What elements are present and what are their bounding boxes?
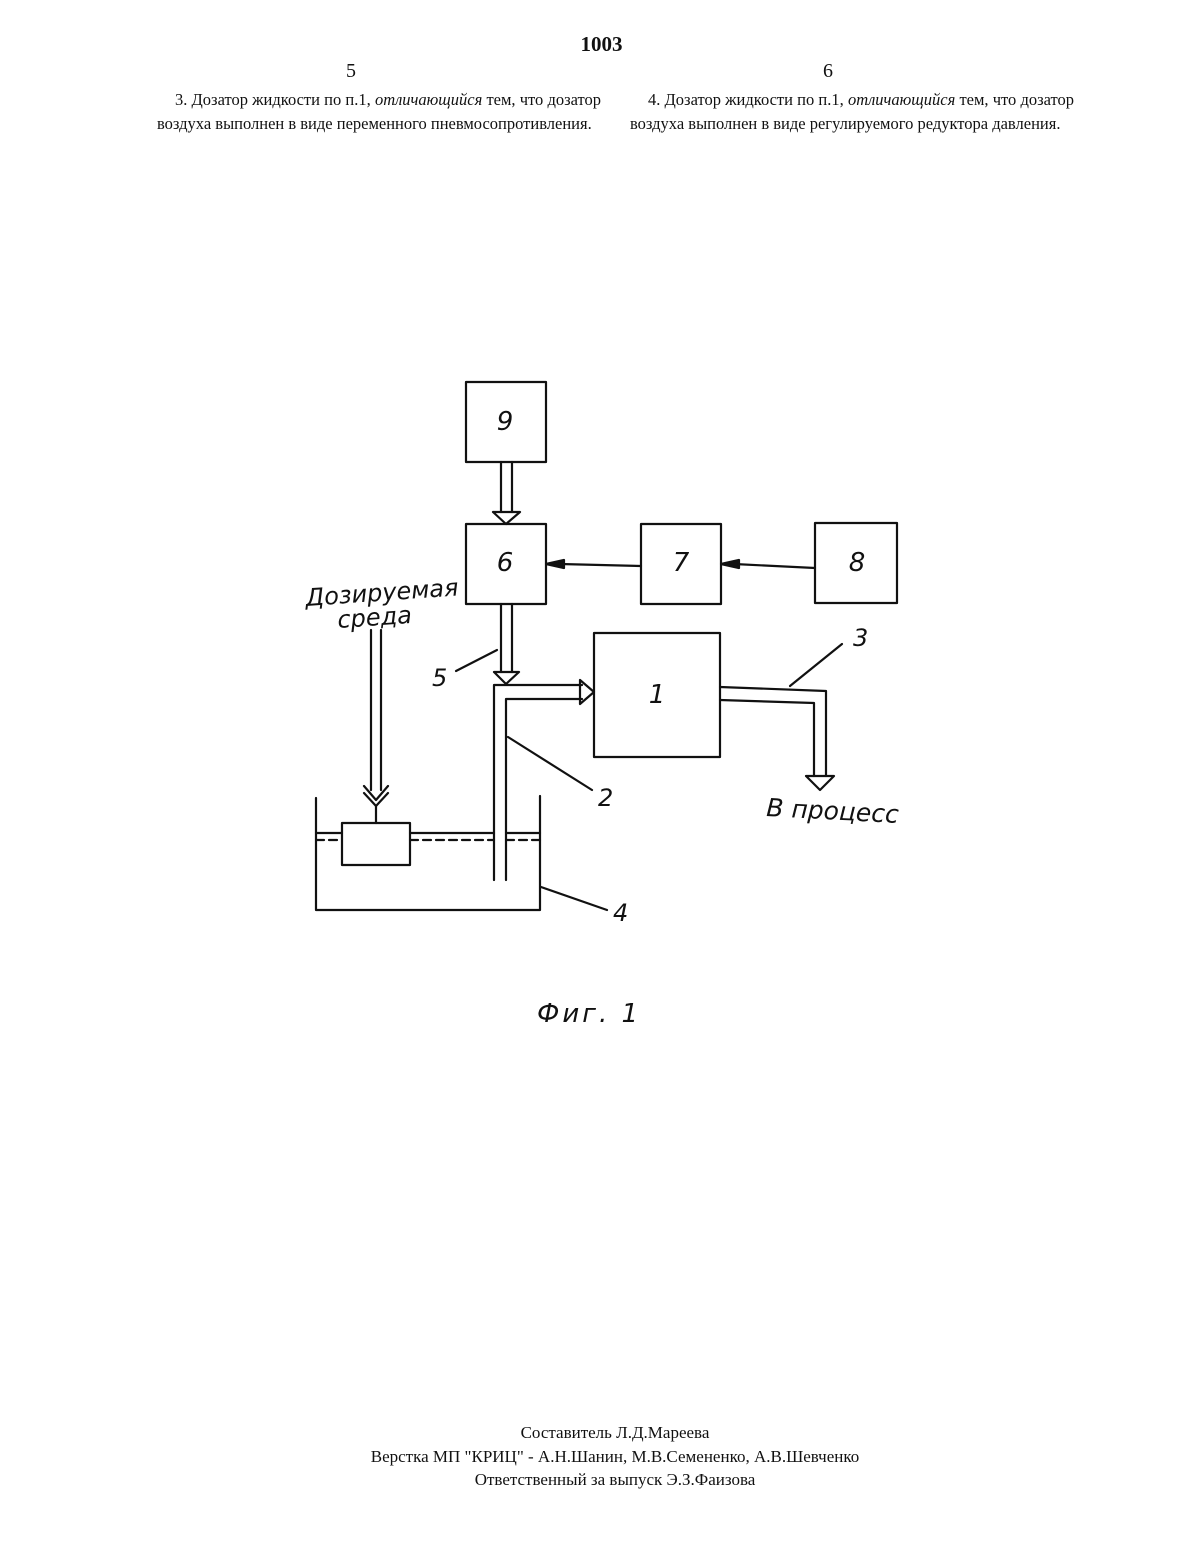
to-process-label: В процесс bbox=[766, 793, 900, 829]
footer-responsible: Ответственный за выпуск Э.З.Фаизова bbox=[0, 1468, 1203, 1492]
ref-3-label: 3 bbox=[853, 624, 868, 652]
air-line-5 bbox=[494, 604, 519, 684]
footer-layout: Верстка МП "КРИЦ" - А.Н.Шанин, М.В.Семен… bbox=[0, 1445, 1203, 1469]
block-9-label: 9 bbox=[497, 407, 514, 437]
block-8-label: 8 bbox=[849, 548, 866, 578]
ref-4-label: 4 bbox=[613, 899, 628, 927]
block-6-label: 6 bbox=[497, 548, 514, 578]
leader-3 bbox=[790, 644, 842, 686]
figure-caption: Фиг. 1 bbox=[537, 999, 641, 1029]
medium-label-line2: среда bbox=[336, 601, 412, 634]
float bbox=[342, 823, 410, 865]
ref-2-label: 2 bbox=[598, 784, 613, 812]
leader-2 bbox=[508, 737, 592, 790]
leader-4 bbox=[541, 887, 607, 910]
footer: Составитель Л.Д.Мареева Верстка МП "КРИЦ… bbox=[0, 1421, 1203, 1492]
line-2 bbox=[494, 680, 594, 880]
medium-input-arrow bbox=[364, 630, 388, 823]
line-3 bbox=[720, 687, 834, 790]
leader-5 bbox=[456, 650, 497, 671]
ref-5-label: 5 bbox=[432, 664, 447, 692]
arrow-8-to-7 bbox=[721, 560, 815, 568]
arrow-7-to-6 bbox=[546, 560, 641, 568]
footer-compiler: Составитель Л.Д.Мареева bbox=[0, 1421, 1203, 1445]
block-7-label: 7 bbox=[673, 548, 690, 578]
arrow-9-to-6 bbox=[493, 462, 520, 524]
block-1-label: 1 bbox=[649, 680, 666, 710]
